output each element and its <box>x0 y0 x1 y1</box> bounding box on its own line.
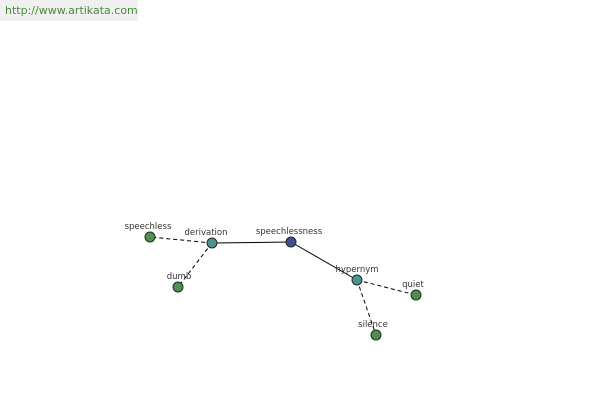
node-label-derivation[interactable]: derivation <box>184 228 227 238</box>
node-label-dumb[interactable]: dumb <box>167 272 191 282</box>
edge-derivation-speechless <box>149 236 213 244</box>
edge-speechlessness-derivation <box>211 241 292 244</box>
node-label-quiet[interactable]: quiet <box>402 280 424 290</box>
node-label-speechless[interactable]: speechless <box>125 222 172 232</box>
node-dumb[interactable]: dumb <box>167 272 191 293</box>
node-circle-speechlessness[interactable] <box>285 236 297 248</box>
node-silence[interactable]: silence <box>358 320 388 341</box>
site-url-banner[interactable]: http://www.artikata.com <box>0 0 138 21</box>
node-quiet[interactable]: quiet <box>402 280 425 301</box>
node-speechless[interactable]: speechless <box>125 222 172 243</box>
nodes-layer: speechlessness derivation hypernym speechle… <box>125 222 425 341</box>
node-circle-quiet[interactable] <box>410 289 422 301</box>
node-label-silence[interactable]: silence <box>358 320 388 330</box>
edge-hypernym-quiet <box>356 279 417 296</box>
node-circle-silence[interactable] <box>370 329 382 341</box>
node-hypernym[interactable]: hypernym <box>335 265 379 286</box>
edge-speechlessness-hypernym <box>290 241 358 281</box>
edge-derivation-dumb <box>177 242 213 288</box>
node-circle-speechless[interactable] <box>144 231 156 243</box>
node-derivation[interactable]: derivation <box>184 228 228 249</box>
node-circle-dumb[interactable] <box>172 281 184 293</box>
node-circle-hypernym[interactable] <box>351 274 363 286</box>
node-speechlessness[interactable]: speechlessness <box>256 227 323 248</box>
node-label-speechlessness[interactable]: speechlessness <box>256 227 323 237</box>
node-circle-derivation[interactable] <box>206 237 218 249</box>
edges-layer <box>149 236 417 336</box>
edge-hypernym-silence <box>356 279 377 336</box>
node-label-hypernym[interactable]: hypernym <box>335 265 378 275</box>
